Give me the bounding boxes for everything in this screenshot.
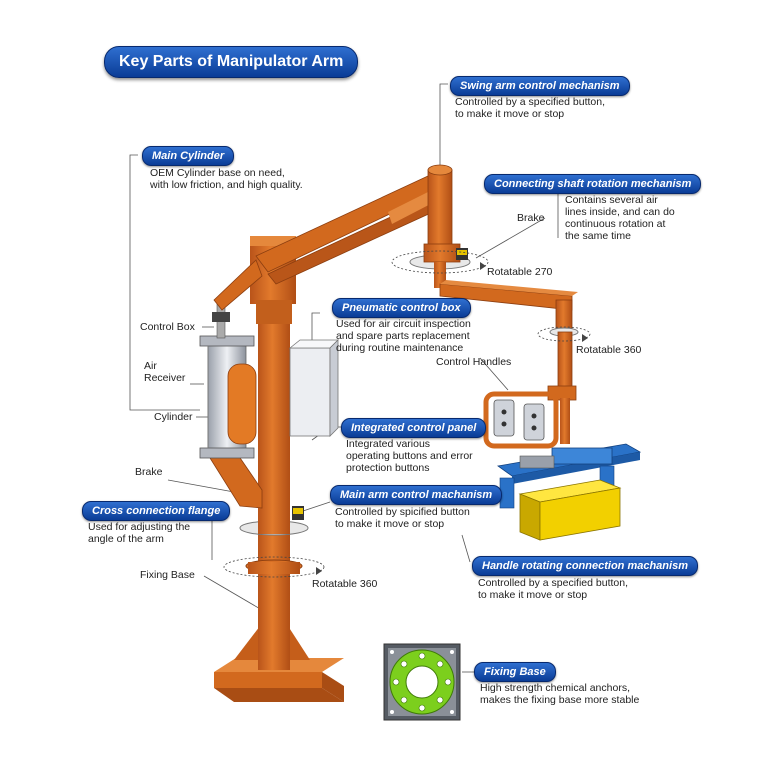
fixing-base-callout-desc: High strength chemical anchors, makes th… [480, 682, 640, 706]
rotatable-360-upper-label: Rotatable 360 [576, 344, 642, 356]
control-box-label: Control Box [140, 321, 195, 333]
secondary-arm [439, 280, 579, 444]
brake-top-label: Brake [517, 212, 545, 224]
main-column [239, 236, 309, 670]
pneumatic-box-callout-desc: Used for air circuit inspection and spar… [336, 318, 471, 354]
pneumatic-box-callout-title: Pneumatic control box [332, 298, 471, 318]
connecting-shaft-callout-title: Connecting shaft rotation mechanism [484, 174, 702, 194]
main-swing-arm [213, 164, 453, 311]
air-receiver-tank [227, 363, 257, 445]
cross-flange-callout-title: Cross connection flange [82, 501, 231, 521]
swing-arm-callout-title: Swing arm control mechanism [450, 76, 630, 96]
brake-lower-label: Brake [135, 466, 163, 478]
rotation-arrow-270 [391, 250, 489, 274]
fixing-base-callout-title: Fixing Base [474, 662, 556, 682]
connecting-shaft-callout-desc: Contains several air lines inside, and c… [565, 194, 675, 242]
control-handles-label: Control Handles [436, 356, 512, 368]
fixing-base-inset [383, 643, 461, 721]
main-cylinder-callout-desc: OEM Cylinder base on need, with low fric… [150, 167, 303, 191]
control-handles [483, 391, 559, 449]
rotation-arrowhead-360-upper [582, 334, 588, 342]
cylinder-label: Cylinder [154, 411, 193, 423]
rotation-arrow-360-upper [537, 326, 591, 342]
rotatable-360-lower-label: Rotatable 360 [312, 578, 378, 590]
integrated-panel-callout-title: Integrated control panel [341, 418, 487, 438]
rotation-arrowhead-270 [480, 262, 486, 270]
main-arm-callout-title: Main arm control machanism [330, 485, 503, 505]
cross-flange-callout-desc: Used for adjusting the angle of the arm [88, 521, 191, 545]
rotatable-270-label: Rotatable 270 [487, 266, 553, 278]
swing-arm-callout-desc: Controlled by a specified button, to mak… [455, 96, 606, 120]
cylinder-support-brace [209, 451, 263, 509]
swing-joint-assembly [409, 243, 471, 288]
main-cylinder-callout-title: Main Cylinder [142, 146, 235, 166]
main-arm-callout-desc: Controlled by spicified button to make i… [335, 506, 470, 530]
handle-rotating-callout-desc: Controlled by a specified button, to mak… [478, 577, 629, 601]
fixing-base-label: Fixing Base [140, 569, 195, 581]
rotation-arrowhead-360-lower [316, 567, 322, 575]
handle-rotating-callout-title: Handle rotating connection machanism [472, 556, 698, 576]
rotation-arrow-360-lower [223, 556, 325, 578]
integrated-panel-callout-desc: Integrated various operating buttons and… [346, 438, 473, 474]
gripper-frame [496, 443, 642, 509]
fixing-base-plate [214, 626, 344, 702]
page-title: Key Parts of Manipulator Arm [104, 46, 359, 78]
air-receiver-label: Air Receiver [144, 360, 186, 384]
pneumatic-control-box [288, 339, 339, 437]
yellow-load-box [518, 479, 622, 541]
